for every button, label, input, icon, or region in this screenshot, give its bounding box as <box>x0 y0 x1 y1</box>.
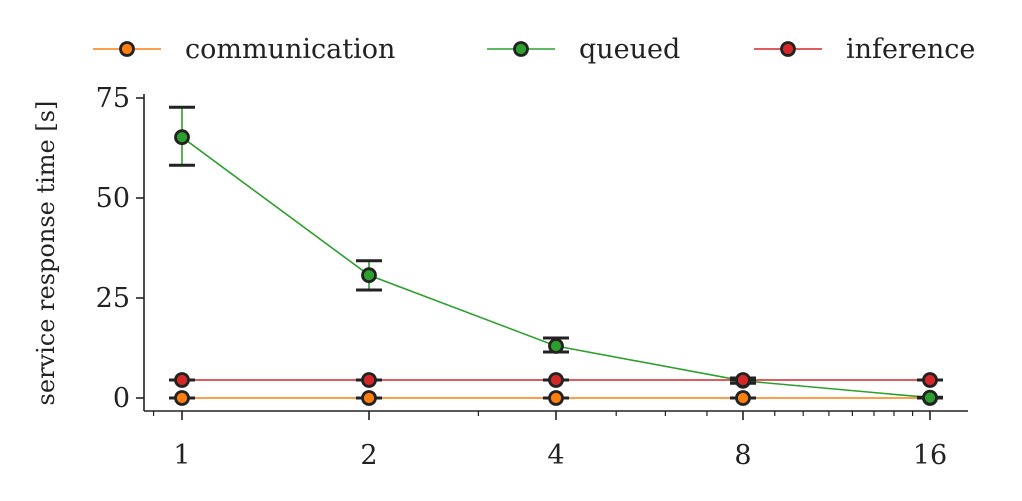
legend: communication queued inference <box>93 34 975 65</box>
legend-label: queued <box>579 34 680 65</box>
x-tick-label: 2 <box>360 440 377 471</box>
x-tick-label: 4 <box>547 440 564 471</box>
data-point <box>735 372 751 388</box>
y-tick-label: 50 <box>96 183 130 214</box>
legend-marker <box>513 41 529 57</box>
data-point <box>548 372 564 388</box>
y-axis-title: service response time [s] <box>32 101 60 406</box>
x-tick-label: 16 <box>913 440 947 471</box>
x-tick-label: 1 <box>173 440 190 471</box>
axes: 0 25 50 75 1 2 4 8 16 <box>96 83 968 471</box>
legend-item: inference <box>754 34 975 65</box>
legend-label: communication <box>185 34 395 65</box>
data-point <box>922 389 938 406</box>
legend-label: inference <box>846 34 975 65</box>
plot-area <box>169 105 943 406</box>
series-communication <box>169 390 943 406</box>
y-tick-label: 0 <box>113 383 130 414</box>
data-point <box>735 390 751 406</box>
data-point <box>548 390 564 406</box>
legend-item: communication <box>93 34 395 65</box>
series-line <box>181 136 931 399</box>
data-point <box>361 267 377 284</box>
data-point <box>922 372 938 388</box>
x-tick-label: 8 <box>734 440 751 471</box>
data-point <box>361 390 377 406</box>
legend-marker <box>119 41 135 57</box>
series-inference <box>169 372 943 388</box>
y-tick-label: 25 <box>96 283 130 314</box>
data-point <box>174 372 190 388</box>
data-point <box>361 372 377 388</box>
series-queued <box>169 105 943 406</box>
y-tick-label: 75 <box>96 83 130 114</box>
legend-item: queued <box>487 34 680 65</box>
legend-marker <box>780 41 796 57</box>
data-point <box>174 129 190 146</box>
data-point <box>174 390 190 406</box>
data-point <box>548 338 564 354</box>
